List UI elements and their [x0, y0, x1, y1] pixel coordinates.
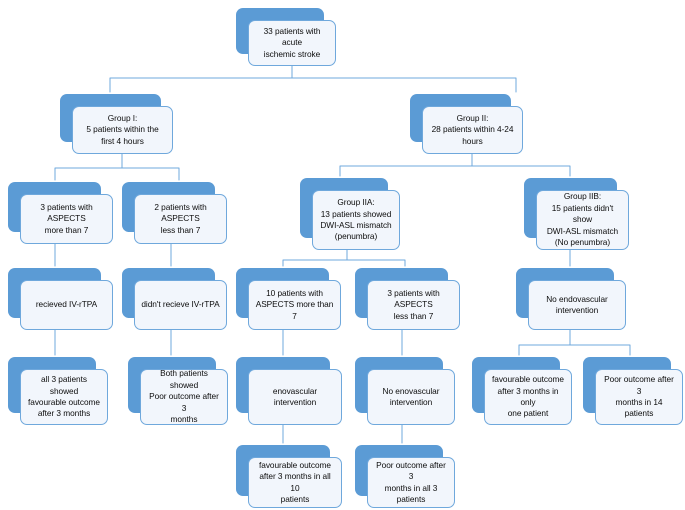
node-group1-aspects-less-than-7-label: 2 patients with ASPECTS less than 7 — [154, 201, 207, 235]
node-outcome-favourable-all-10-label: favourable outcome after 3 months in all… — [259, 459, 331, 504]
node-group1-aspects-more-than-7-label: 3 patients with ASPECTS more than 7 — [40, 201, 93, 235]
node-group-2b-label: Group IIB: 15 patients didn't show DWI-A… — [546, 191, 619, 248]
node-received-iv-rtpa-label: recieved IV-rTPA — [35, 299, 98, 310]
connector-root-to-groups — [109, 65, 517, 93]
node-outcome-favourable-3-patients-card: all 3 patients showed favourable outcome… — [20, 369, 108, 425]
node-not-received-iv-rtpa-card: didn't recieve IV-rTPA — [134, 280, 227, 330]
connector-no-endo-to-outcomes — [518, 329, 631, 356]
node-group-1[interactable]: Group I: 5 patients within the first 4 h… — [60, 94, 173, 154]
node-group-2[interactable]: Group II: 28 patients within 4-24 hours — [410, 94, 523, 154]
node-no-endovascular-intervention-card: No endovascular intervention — [528, 280, 626, 330]
node-no-endovascular-intervention-2-label: No enovascular intervention — [382, 385, 440, 407]
node-group2a-aspects-less-than-7-label: 3 patients with ASPECTS less than 7 — [387, 287, 440, 321]
node-no-endovascular-intervention-2[interactable]: No enovascular intervention — [355, 357, 455, 425]
node-not-received-iv-rtpa-label: didn't recieve IV-rTPA — [141, 299, 220, 310]
node-outcome-poor-both-patients-card: Both patients showed Poor outcome after … — [140, 368, 228, 425]
node-no-endovascular-intervention-label: No endovascular intervention — [546, 293, 608, 315]
node-group1-aspects-less-than-7-card: 2 patients with ASPECTS less than 7 — [134, 194, 227, 244]
node-group-1-card: Group I: 5 patients within the first 4 h… — [72, 106, 173, 154]
node-group-2a[interactable]: Group IIA: 13 patients showed DWI-ASL mi… — [300, 178, 400, 250]
node-outcome-favourable-one-patient-card: favourable outcome after 3 months in onl… — [484, 369, 572, 425]
node-total-patients[interactable]: 33 patients with acute ischemic stroke — [236, 8, 336, 66]
node-group2a-aspects-more-than-7-label: 10 patients with ASPECTS more than 7 — [255, 287, 334, 321]
node-outcome-favourable-one-patient-label: favourable outcome after 3 months in onl… — [492, 374, 564, 419]
node-outcome-poor-14-patients[interactable]: Poor outcome after 3 months in 14 patien… — [583, 357, 683, 425]
node-group-2-label: Group II: 28 patients within 4-24 hours — [431, 112, 514, 146]
node-outcome-poor-all-3[interactable]: Poor outcome after 3 months in all 3 pat… — [355, 445, 455, 508]
node-group1-aspects-more-than-7[interactable]: 3 patients with ASPECTS more than 7 — [8, 182, 113, 244]
node-endovascular-intervention[interactable]: enovascular intervention — [236, 357, 342, 425]
node-outcome-poor-all-3-label: Poor outcome after 3 months in all 3 pat… — [376, 459, 446, 504]
node-group-1-label: Group I: 5 patients within the first 4 h… — [86, 112, 159, 146]
node-endovascular-intervention-label: enovascular intervention — [272, 385, 318, 407]
node-outcome-favourable-3-patients-label: all 3 patients showed favourable outcome… — [28, 374, 100, 419]
node-received-iv-rtpa-card: recieved IV-rTPA — [20, 280, 113, 330]
node-outcome-favourable-all-10[interactable]: favourable outcome after 3 months in all… — [236, 445, 342, 508]
node-group-2-card: Group II: 28 patients within 4-24 hours — [422, 106, 523, 154]
node-outcome-favourable-all-10-card: favourable outcome after 3 months in all… — [248, 457, 342, 508]
node-group2a-aspects-more-than-7-card: 10 patients with ASPECTS more than 7 — [248, 280, 341, 330]
node-outcome-poor-both-patients-label: Both patients showed Poor outcome after … — [149, 368, 219, 425]
node-group-2a-label: Group IIA: 13 patients showed DWI-ASL mi… — [320, 197, 392, 242]
node-group-2a-card: Group IIA: 13 patients showed DWI-ASL mi… — [312, 190, 400, 250]
node-total-patients-label: 33 patients with acute ischemic stroke — [263, 25, 321, 59]
connector-group1-to-aspects — [54, 153, 180, 181]
node-group1-aspects-more-than-7-card: 3 patients with ASPECTS more than 7 — [20, 194, 113, 244]
node-outcome-poor-both-patients[interactable]: Both patients showed Poor outcome after … — [128, 357, 228, 425]
node-received-iv-rtpa[interactable]: recieved IV-rTPA — [8, 268, 113, 330]
node-no-endovascular-intervention-2-card: No enovascular intervention — [367, 369, 455, 425]
node-no-endovascular-intervention[interactable]: No endovascular intervention — [516, 268, 626, 330]
node-outcome-favourable-one-patient[interactable]: favourable outcome after 3 months in onl… — [472, 357, 572, 425]
node-outcome-poor-14-patients-card: Poor outcome after 3 months in 14 patien… — [595, 369, 683, 425]
node-outcome-favourable-3-patients[interactable]: all 3 patients showed favourable outcome… — [8, 357, 108, 425]
node-not-received-iv-rtpa[interactable]: didn't recieve IV-rTPA — [122, 268, 227, 330]
node-total-patients-card: 33 patients with acute ischemic stroke — [248, 20, 336, 66]
node-group-2b-card: Group IIB: 15 patients didn't show DWI-A… — [536, 190, 629, 250]
node-group2a-aspects-less-than-7-card: 3 patients with ASPECTS less than 7 — [367, 280, 460, 330]
node-endovascular-intervention-card: enovascular intervention — [248, 369, 342, 425]
connector-group2-to-subgroups — [339, 153, 571, 177]
node-group1-aspects-less-than-7[interactable]: 2 patients with ASPECTS less than 7 — [122, 182, 227, 244]
node-group-2b[interactable]: Group IIB: 15 patients didn't show DWI-A… — [524, 178, 629, 250]
node-group2a-aspects-more-than-7[interactable]: 10 patients with ASPECTS more than 7 — [236, 268, 341, 330]
connector-group2a-to-aspects — [282, 249, 406, 267]
node-outcome-poor-14-patients-label: Poor outcome after 3 months in 14 patien… — [604, 374, 674, 419]
node-outcome-poor-all-3-card: Poor outcome after 3 months in all 3 pat… — [367, 457, 455, 508]
node-group2a-aspects-less-than-7[interactable]: 3 patients with ASPECTS less than 7 — [355, 268, 460, 330]
